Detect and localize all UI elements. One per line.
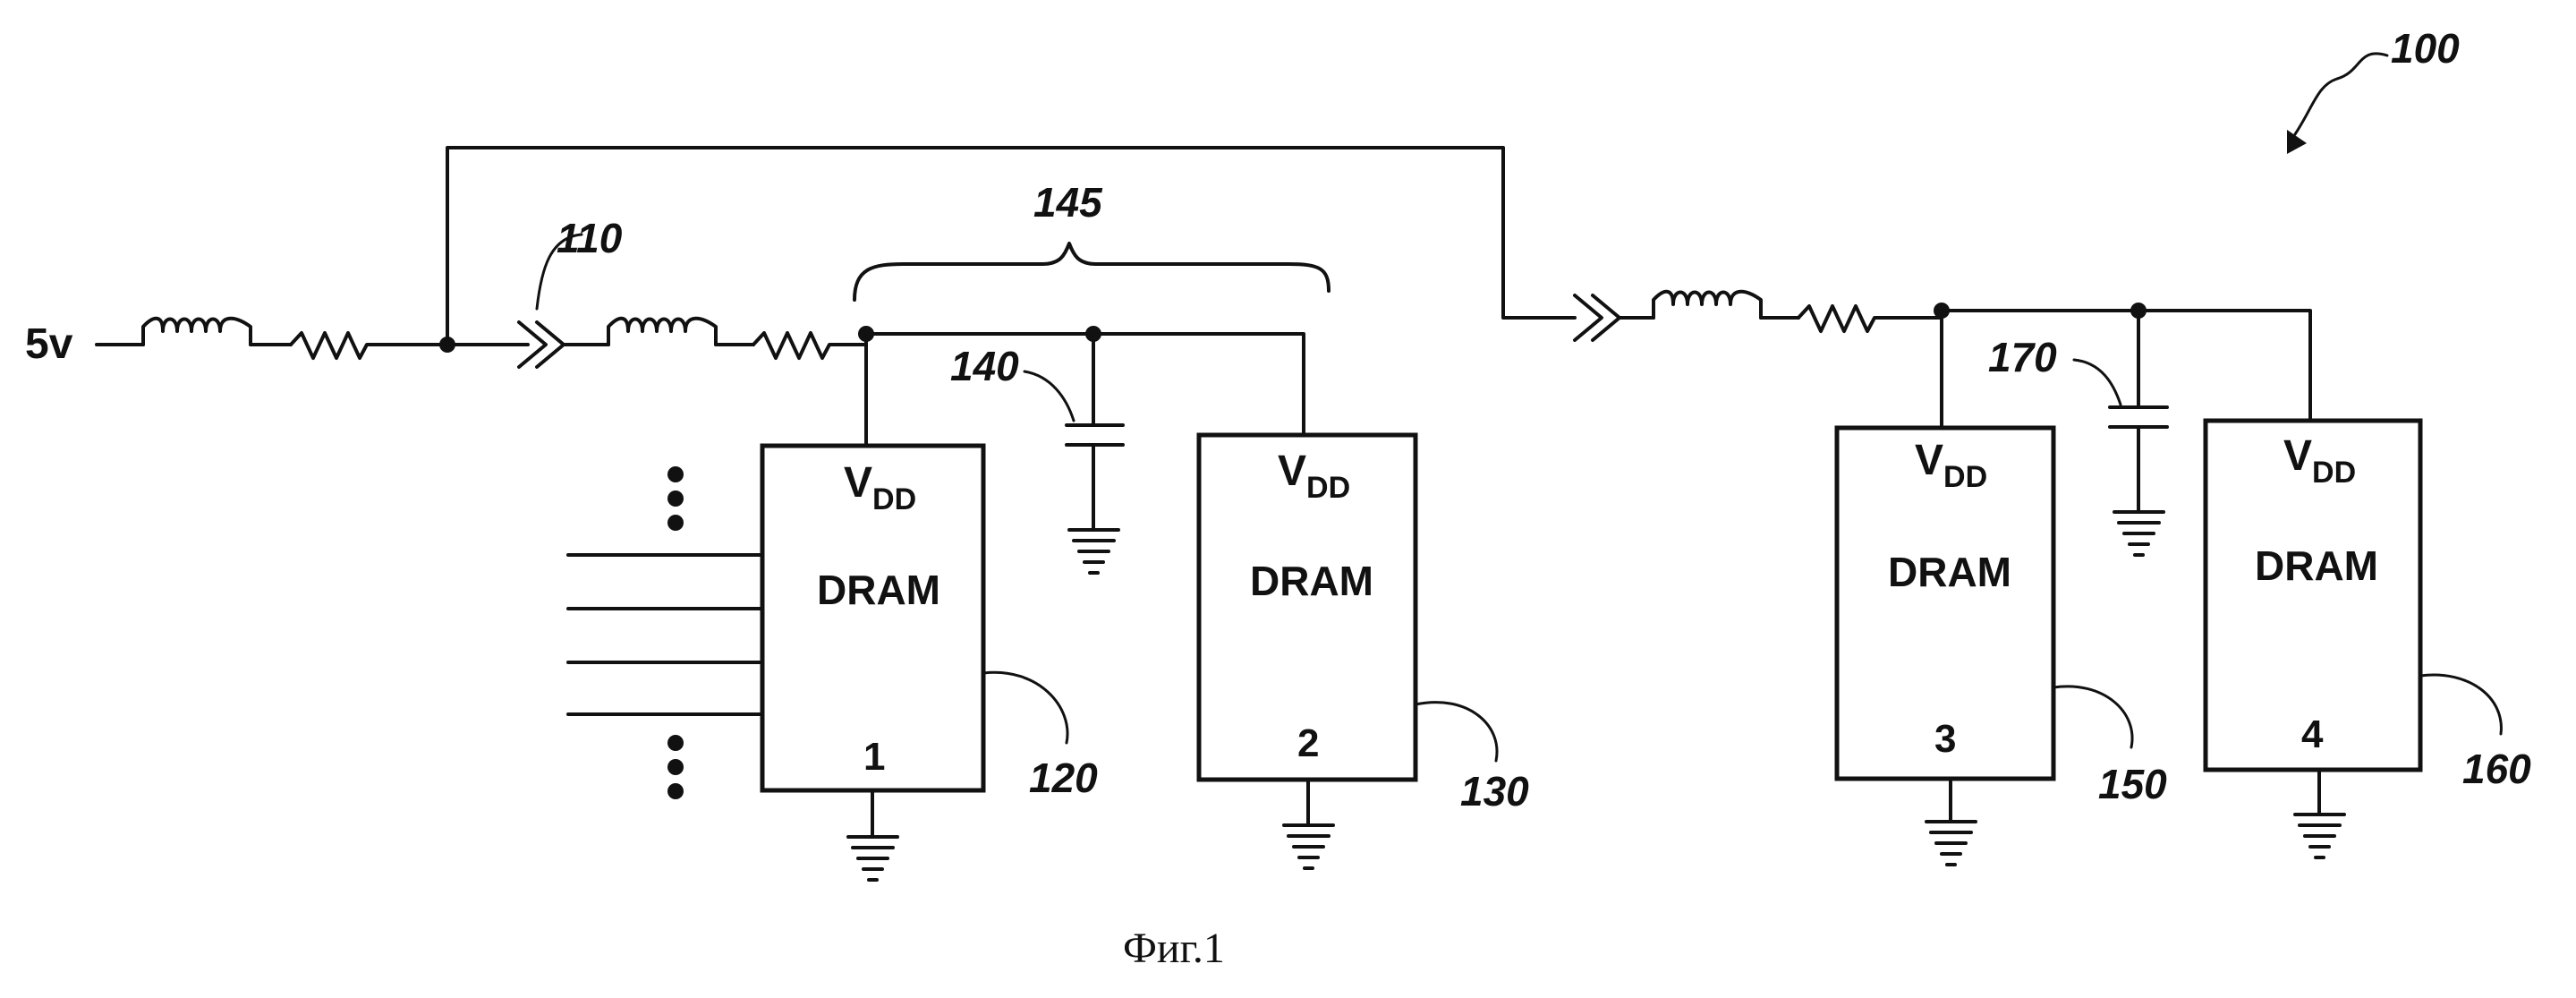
chip1-number: 1 [863, 735, 885, 779]
inductor-icon [143, 319, 251, 345]
branch-ref: 145 [1033, 179, 1103, 226]
cap140-ref-leader [1024, 371, 1074, 421]
inductor-icon [1654, 292, 1761, 318]
ground-icon [848, 837, 897, 880]
chip2-ref-leader [1416, 703, 1497, 761]
chip2-number: 2 [1297, 721, 1319, 765]
cap170-ref-leader [2074, 360, 2121, 405]
chip4-name: DRAM [2255, 542, 2378, 589]
chip2-ref: 130 [1460, 768, 1529, 815]
ground-icon [2295, 815, 2344, 857]
chip3-ref-leader [2053, 687, 2132, 747]
chip3-number: 3 [1934, 717, 1956, 761]
chip1-ref-leader [983, 672, 1067, 743]
chip2-name: DRAM [1250, 558, 1373, 604]
ground-icon [1926, 822, 1976, 865]
brace-145 [854, 243, 1329, 300]
resistor-icon [1798, 306, 1942, 331]
chip1-name: DRAM [817, 567, 940, 613]
chip4-ref: 160 [2462, 746, 2531, 792]
connector-icon [1575, 295, 1620, 340]
chip4-ref-leader [2420, 675, 2501, 734]
chip3-name: DRAM [1888, 549, 2011, 595]
chip3-ref: 150 [2098, 761, 2167, 807]
cap2-ref: 170 [1988, 334, 2057, 380]
ground-icon [1069, 530, 1118, 573]
system-ref: 100 [2391, 25, 2460, 72]
resistor-icon [291, 333, 447, 358]
bus-145-wire [866, 334, 1304, 435]
chip4-number: 4 [2301, 712, 2324, 756]
chip1-ref: 120 [1029, 755, 1098, 801]
ellipsis-icon [667, 466, 684, 531]
system-ref-leader [2295, 54, 2387, 134]
connector-ref: 110 [557, 215, 623, 261]
ellipsis-icon [667, 735, 684, 799]
chip1-signal-lines [568, 555, 762, 714]
cap1-ref: 140 [950, 343, 1019, 389]
ground-icon [2114, 512, 2164, 555]
supply-label: 5v [25, 320, 73, 368]
resistor-icon [753, 333, 866, 358]
inductor-icon [608, 319, 716, 345]
ground-icon [1284, 825, 1333, 868]
figure-caption: Фиг.1 [1123, 925, 1225, 972]
